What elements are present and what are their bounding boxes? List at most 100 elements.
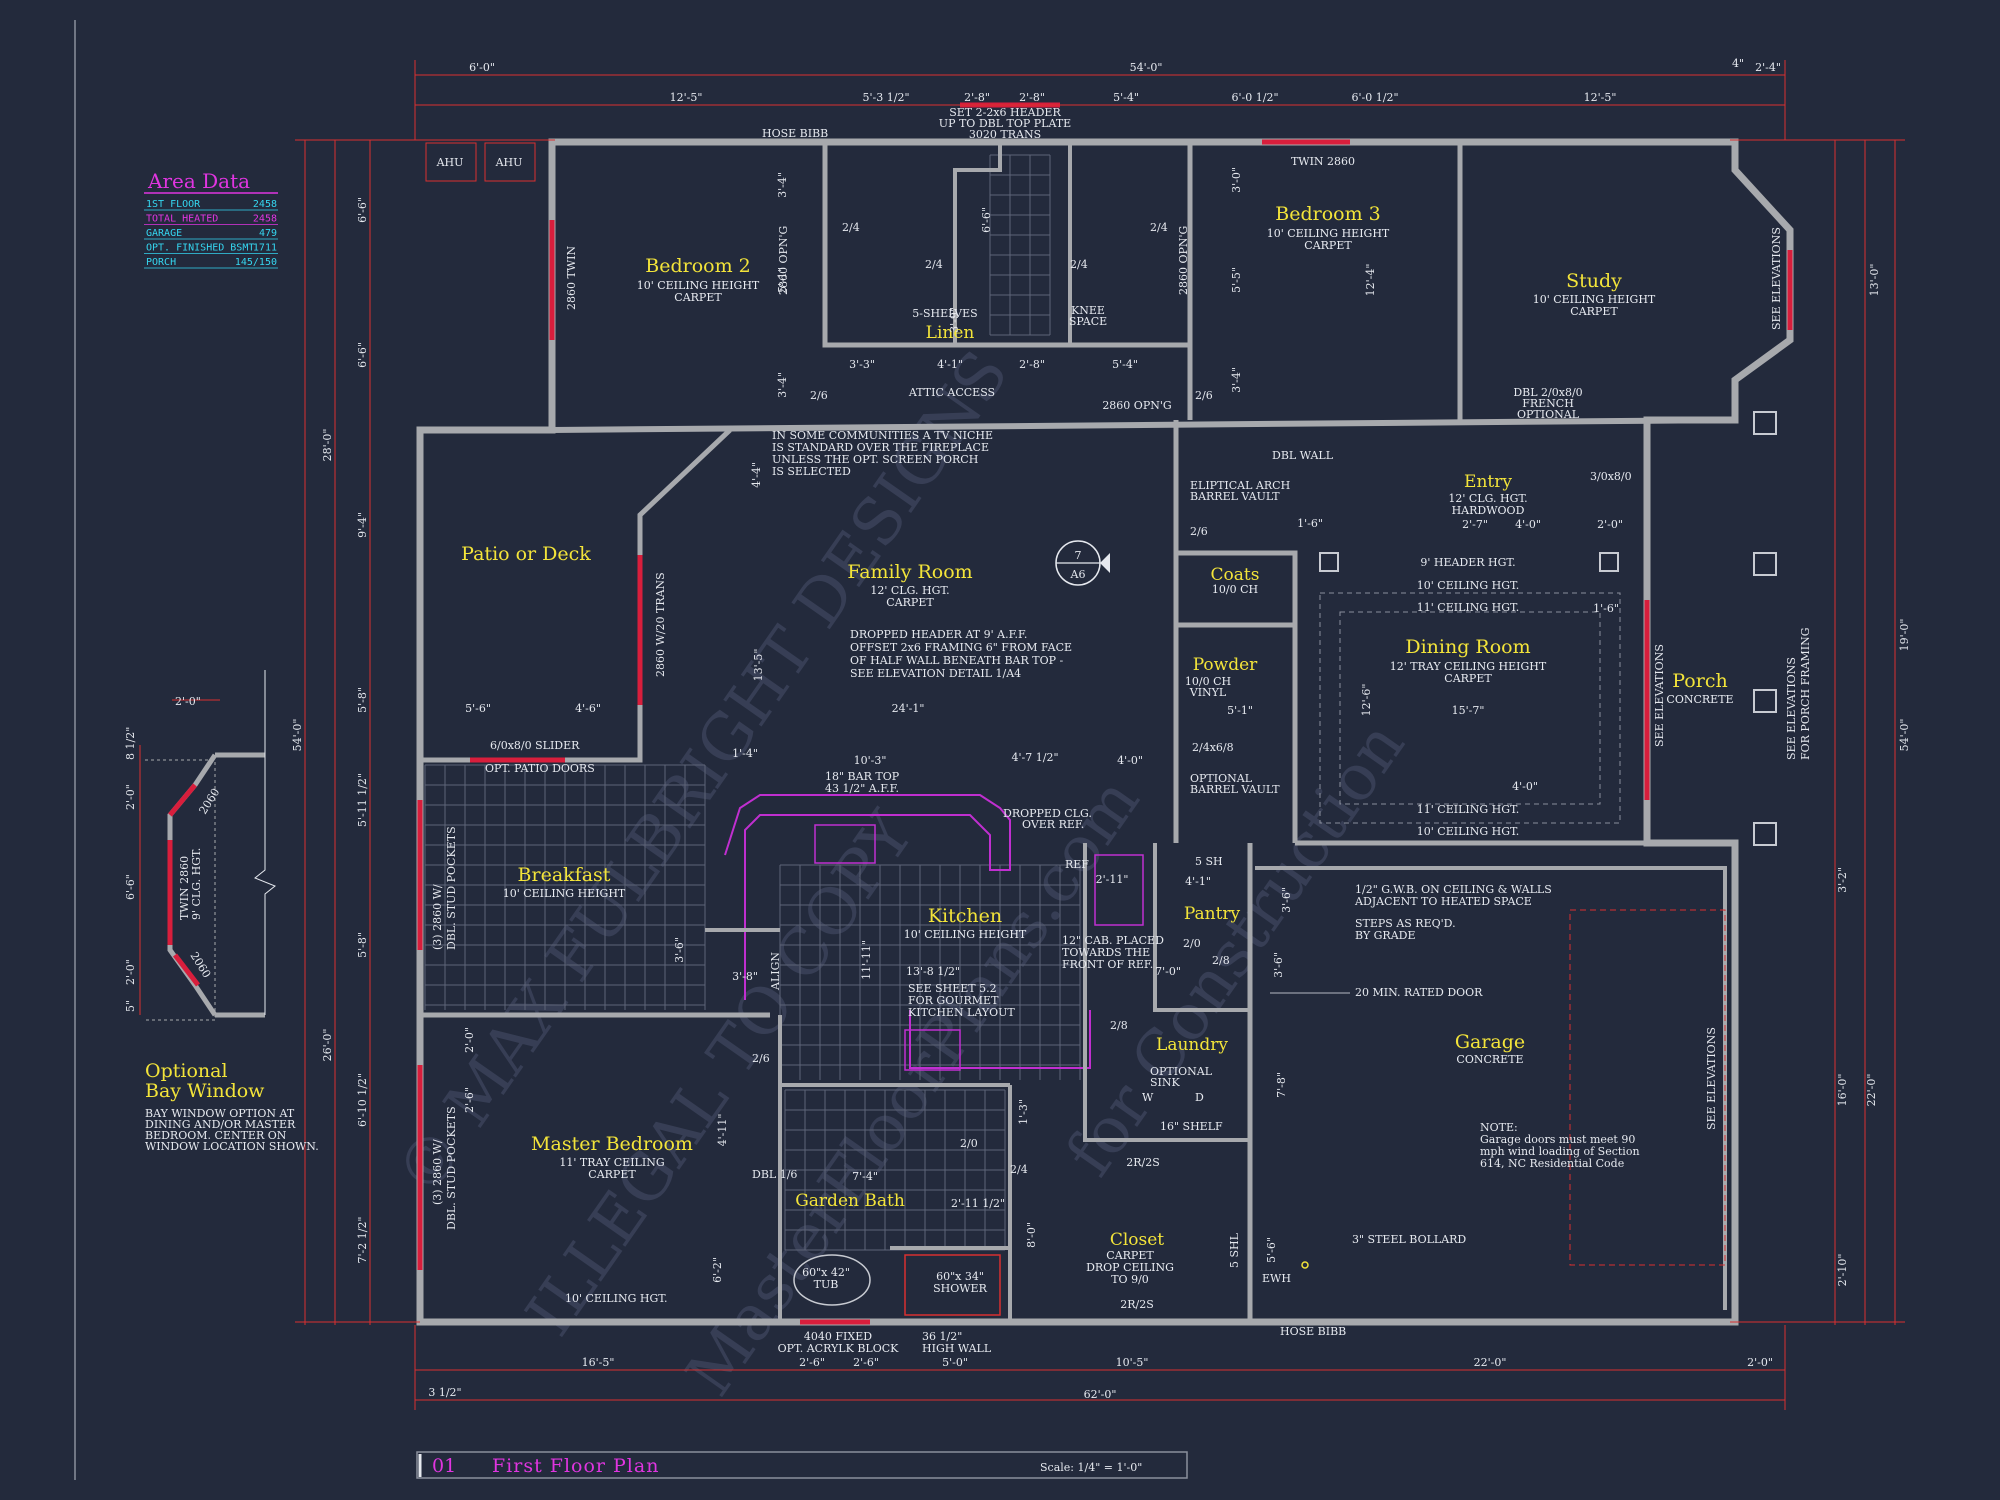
dining-hgt-1: 11' CEILING HGT.	[1417, 803, 1519, 816]
ahu-label-2: AHU	[495, 156, 523, 169]
bay-label-1: 2'-0"	[175, 695, 201, 708]
area-row-label: TOTAL HEATED	[146, 214, 218, 225]
five-sh: 5 SH	[1195, 855, 1223, 868]
stud-pockets-1a: (3) 2860 W/	[431, 884, 444, 950]
dimension-label: 6'-6"	[356, 197, 369, 223]
dimension-label: 22'-0"	[1474, 1356, 1507, 1369]
shelves-label: 5-SHELVES	[912, 307, 977, 320]
room-entry: Entry	[1464, 472, 1512, 492]
dimension-label: 6'-0 1/2"	[1352, 91, 1399, 104]
bay-note-2: DINING AND/OR MASTER	[145, 1118, 296, 1131]
bay-note-1: BAY WINDOW OPTION AT	[145, 1107, 295, 1120]
bay-label-8: 6'-6"	[124, 874, 137, 900]
ceiling-hgt-master: 10' CEILING HGT.	[565, 1292, 667, 1305]
dimension-label: 4'-1"	[937, 358, 963, 371]
dimension-label: 15'-7"	[1452, 704, 1485, 717]
closet-note-1: CARPET	[1106, 1249, 1154, 1262]
area-row-value: 2458	[253, 214, 277, 225]
tub-label: TUB	[814, 1278, 839, 1291]
garage-note-4: 614, NC Residential Code	[1480, 1157, 1624, 1170]
kitchen-counter	[724, 794, 1011, 1000]
bay-title-2: Bay Window	[145, 1080, 265, 1102]
hose-bibb-top: HOSE BIBB	[762, 127, 828, 140]
opt-barrel-1: OPTIONAL	[1190, 772, 1253, 785]
dimension-label: 54'-0"	[291, 719, 304, 752]
study-note-1: 10' CEILING HEIGHT	[1533, 293, 1656, 306]
dimension-label: 3'-2"	[1836, 867, 1849, 893]
high-wall-1: 36 1/2"	[922, 1330, 962, 1343]
dbl-french-1: DBL 2/0x8/0	[1513, 386, 1582, 399]
dbl-16: DBL 1/6	[752, 1168, 797, 1181]
garage-note-1: CONCRETE	[1456, 1053, 1523, 1066]
kitchen-note-1: 10' CEILING HEIGHT	[904, 928, 1027, 941]
room-closet: Closet	[1110, 1230, 1164, 1250]
dimension-label: 3'-6"	[673, 937, 686, 963]
dimension-label: 5'-0"	[942, 1356, 968, 1369]
twin-2860-top: TWIN 2860	[1291, 155, 1355, 168]
section-mark-top: 7	[1075, 549, 1082, 562]
closet-note-2: DROP CEILING	[1086, 1261, 1174, 1274]
dimension-label: 13'-0"	[1868, 264, 1881, 297]
fixed-block-1: 4040 FIXED	[804, 1330, 872, 1343]
dimension-label: 5'-6"	[1265, 1237, 1278, 1263]
room-patio-deck: Patio or Deck	[461, 543, 591, 565]
room-bedroom-3: Bedroom 3	[1275, 203, 1380, 225]
stud-pockets-1b: DBL. STUD POCKETS	[445, 826, 458, 950]
door-label: 2/0	[1183, 937, 1201, 950]
header-note-3: 3020 TRANS	[969, 128, 1041, 141]
porch-posts	[1319, 411, 1777, 846]
room-breakfast: Breakfast	[518, 864, 611, 886]
dimension-label: 4'-6"	[575, 702, 601, 715]
dimension-label: 5'-8"	[356, 932, 369, 958]
dimension-label: 4'-0"	[1512, 780, 1538, 793]
dimension-label: 7'-2 1/2"	[356, 1217, 369, 1264]
garage-note-2: Garage doors must meet 90	[1480, 1133, 1635, 1146]
dimension-label: 6'-0"	[469, 61, 495, 74]
header-note-2: UP TO DBL TOP PLATE	[939, 117, 1071, 130]
opt-patio-doors: OPT. PATIO DOORS	[485, 762, 595, 775]
rated-door: 20 MIN. RATED DOOR	[1355, 986, 1483, 999]
opng-mid: 2860 OPN'G	[1102, 399, 1171, 412]
dimension-label: 3'-6"	[1280, 887, 1293, 913]
ahu-label-1: AHU	[436, 156, 464, 169]
high-wall-2: HIGH WALL	[922, 1342, 992, 1355]
dimension-label: 1'-3"	[1017, 1099, 1030, 1125]
garage-note-1: NOTE:	[1480, 1121, 1518, 1134]
bay-note-3: BEDROOM. CENTER ON	[145, 1129, 287, 1142]
dimension-label: 62'-0"	[1084, 1388, 1117, 1401]
dimension-label: 6'-6"	[980, 207, 993, 233]
cab-placed-3: FRONT OF REF.	[1062, 958, 1153, 971]
dimension-label: 6'-2"	[711, 1257, 724, 1283]
eliptical-arch-1: ELIPTICAL ARCH	[1190, 479, 1290, 492]
dining-room-note-2: CARPET	[1444, 672, 1492, 685]
dropped-header-1: DROPPED HEADER AT 9' A.F.F.	[850, 628, 1027, 641]
room-coats: Coats	[1211, 565, 1260, 585]
room-linen: Linen	[926, 323, 975, 343]
bedroom-3-note-2: CARPET	[1304, 239, 1352, 252]
bay-label-10: 5"	[124, 1000, 137, 1012]
coats-note-1: 10/0 CH	[1212, 583, 1258, 596]
door-label: 2/4	[842, 221, 860, 234]
dimension-label: 2'-6"	[799, 1356, 825, 1369]
dimension-label: 5'-4"	[1113, 91, 1139, 104]
title-scale: Scale: 1/4" = 1'-0"	[1040, 1461, 1142, 1474]
garage-door-swing	[1569, 909, 1726, 1266]
bay-label-3: TWIN 2860	[178, 856, 191, 920]
breakfast-note-1: 10' CEILING HEIGHT	[503, 887, 626, 900]
dimension-label: 13'-5"	[752, 649, 765, 682]
family-room-note-1: 12' CLG. HGT.	[870, 584, 949, 597]
bar-top-1: 18" BAR TOP	[825, 770, 900, 783]
dimension-label: 2'-6"	[463, 1087, 476, 1113]
dimension-label: 3'-4"	[1230, 367, 1243, 393]
bay-label-2: 2060	[197, 786, 223, 817]
dimension-label: 54'-0"	[1898, 719, 1911, 752]
dimension-label: 7'-0"	[1155, 965, 1181, 978]
dimension-label: 2'-8"	[964, 91, 990, 104]
dimension-label: 2'-0"	[1747, 1356, 1773, 1369]
dimension-label: 5'-8"	[356, 687, 369, 713]
door-label: 2/4	[925, 258, 943, 271]
dimension-label: 12'-5"	[670, 91, 703, 104]
kitchen-base-cabinets	[909, 1010, 1091, 1069]
room-porch: Porch	[1672, 670, 1727, 692]
